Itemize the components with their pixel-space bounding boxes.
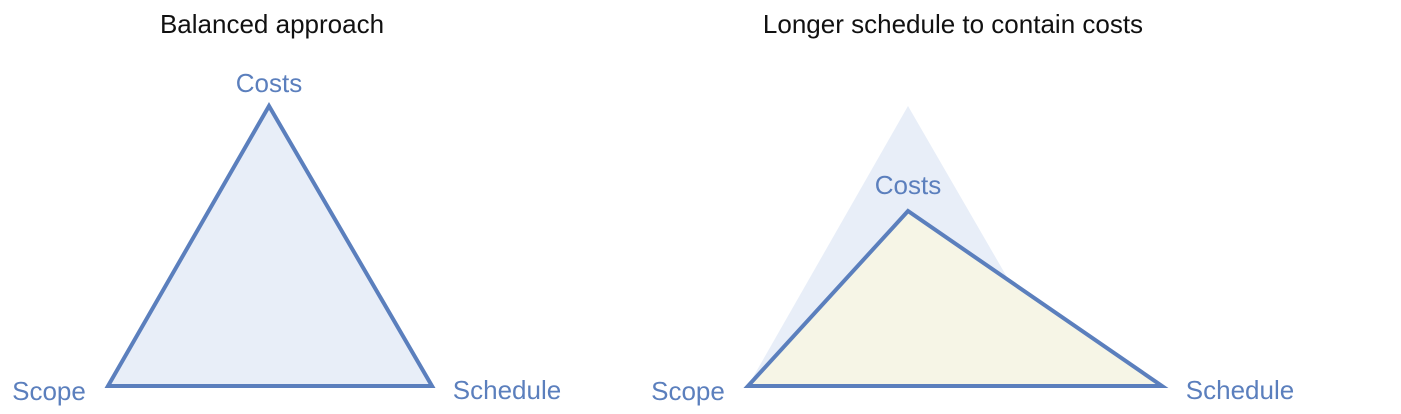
schedule-label-adjusted: Schedule — [1186, 375, 1294, 405]
panel-title-longer-schedule: Longer schedule to contain costs — [763, 9, 1143, 39]
balanced-triangle — [104, 102, 436, 388]
panel-longer-schedule: Longer schedule to contain costs Costs S… — [651, 9, 1294, 406]
costs-label-balanced: Costs — [236, 68, 302, 98]
adjusted-triangle — [743, 208, 1169, 388]
costs-label-adjusted: Costs — [875, 170, 941, 200]
schedule-label-balanced: Schedule — [453, 375, 561, 405]
scope-label-adjusted: Scope — [651, 376, 725, 406]
panel-balanced: Balanced approach Costs Scope Schedule — [12, 9, 561, 406]
panel-title-balanced: Balanced approach — [160, 9, 384, 39]
scope-label-balanced: Scope — [12, 376, 86, 406]
